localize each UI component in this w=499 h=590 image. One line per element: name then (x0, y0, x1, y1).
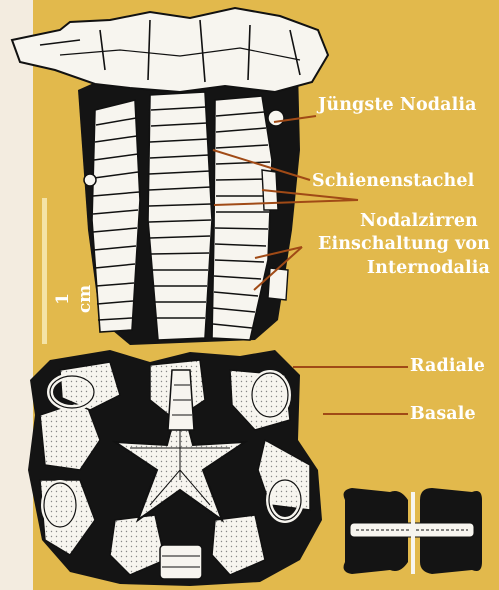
label-juengste-nodalia: Jüngste Nodalia (318, 94, 477, 117)
scale-label: 1 cm (52, 279, 74, 319)
label-einschaltung-line1: Einschaltung von (318, 233, 490, 256)
label-einschaltung-line2: Internodalia (367, 257, 490, 280)
label-radiale: Radiale (410, 355, 485, 378)
label-schienenstachel: Schienenstachel (312, 170, 474, 193)
calyx (28, 350, 322, 586)
label-basale: Basale (410, 403, 476, 426)
scale-bar (42, 198, 47, 344)
columnal-section (344, 488, 482, 574)
label-nodalzirren: Nodalzirren (360, 210, 478, 233)
